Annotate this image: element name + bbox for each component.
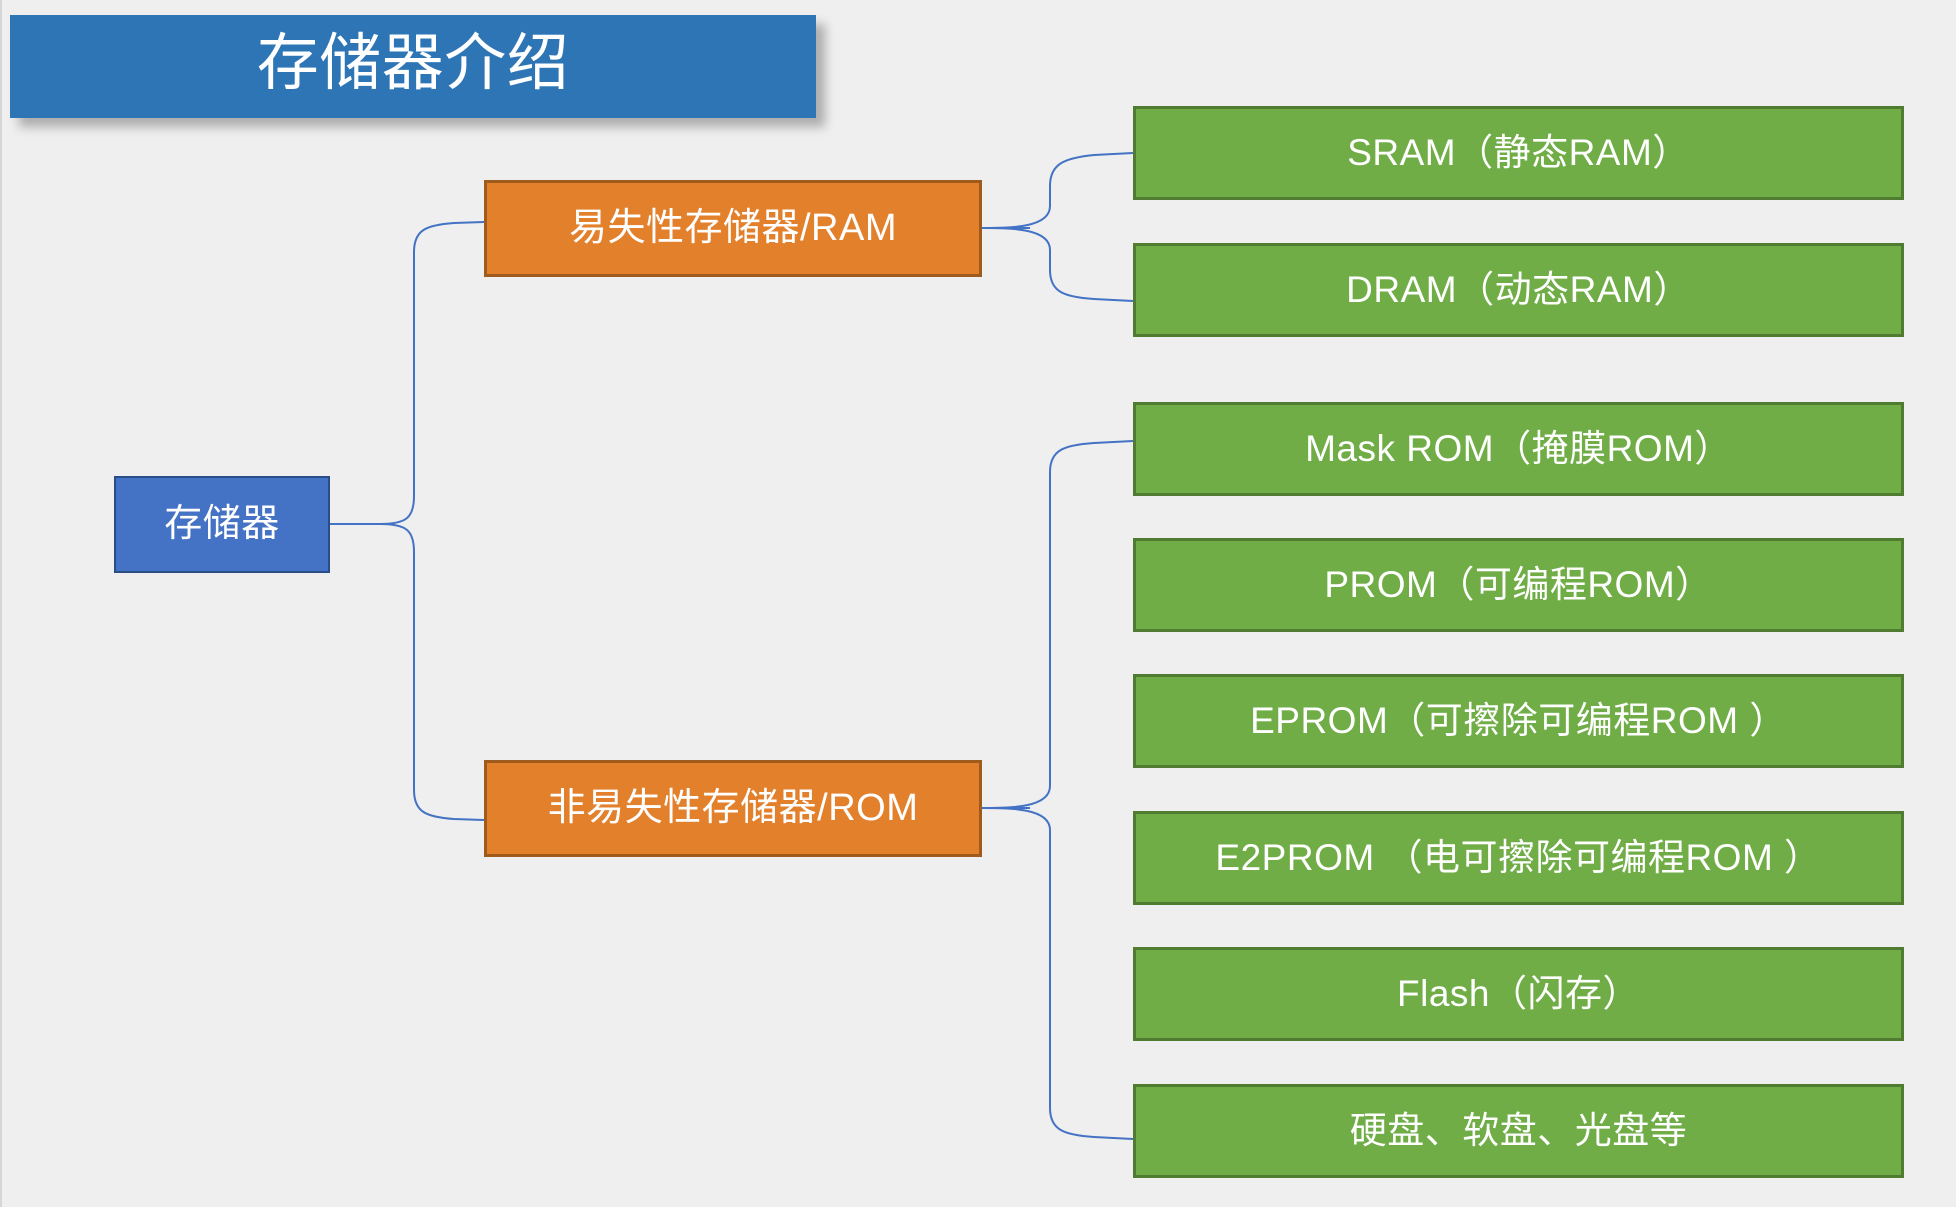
node-leaf-mask-rom-label: Mask ROM（掩膜ROM） (1305, 427, 1732, 469)
page-title: 存储器介绍 (10, 15, 816, 118)
node-leaf-sram-label: SRAM（静态RAM） (1347, 131, 1690, 173)
node-root-storage[interactable]: 存储器 (114, 476, 330, 573)
connector-rom-to-maskrom (981, 440, 1134, 809)
node-leaf-sram[interactable]: SRAM（静态RAM） (1133, 106, 1904, 200)
node-branch-volatile-ram-label: 易失性存储器/RAM (568, 206, 897, 249)
node-leaf-eprom[interactable]: EPROM（可擦除可编程ROM ） (1133, 674, 1904, 768)
node-branch-volatile-ram[interactable]: 易失性存储器/RAM (484, 180, 982, 277)
connector-root-to-ram (379, 221, 485, 525)
node-leaf-prom-label: PROM（可编程ROM） (1324, 563, 1713, 605)
page-title-text: 存储器介绍 (256, 28, 570, 98)
node-branch-nonvolatile-rom-label: 非易失性存储器/ROM (547, 786, 919, 829)
connector-ram-to-dram (981, 227, 1134, 302)
connector-ram-to-sram (981, 152, 1134, 229)
node-leaf-dram-label: DRAM（动态RAM） (1346, 268, 1691, 310)
node-branch-nonvolatile-rom[interactable]: 非易失性存储器/ROM (484, 760, 982, 857)
node-leaf-flash[interactable]: Flash（闪存） (1133, 947, 1904, 1041)
node-root-label: 存储器 (164, 502, 280, 545)
node-leaf-mask-rom[interactable]: Mask ROM（掩膜ROM） (1133, 402, 1904, 496)
node-leaf-prom[interactable]: PROM（可编程ROM） (1133, 538, 1904, 632)
node-leaf-eprom-label: EPROM（可擦除可编程ROM ） (1250, 699, 1787, 741)
node-leaf-dram[interactable]: DRAM（动态RAM） (1133, 243, 1904, 337)
node-leaf-e2prom[interactable]: E2PROM （电可擦除可编程ROM ） (1133, 811, 1904, 905)
node-leaf-flash-label: Flash（闪存） (1397, 972, 1640, 1014)
node-leaf-e2prom-label: E2PROM （电可擦除可编程ROM ） (1215, 836, 1822, 878)
connector-root-to-rom (379, 523, 485, 821)
node-leaf-disks-label: 硬盘、软盘、光盘等 (1349, 1109, 1688, 1151)
connector-rom-to-disks (981, 807, 1134, 1140)
node-leaf-disks[interactable]: 硬盘、软盘、光盘等 (1133, 1084, 1904, 1178)
